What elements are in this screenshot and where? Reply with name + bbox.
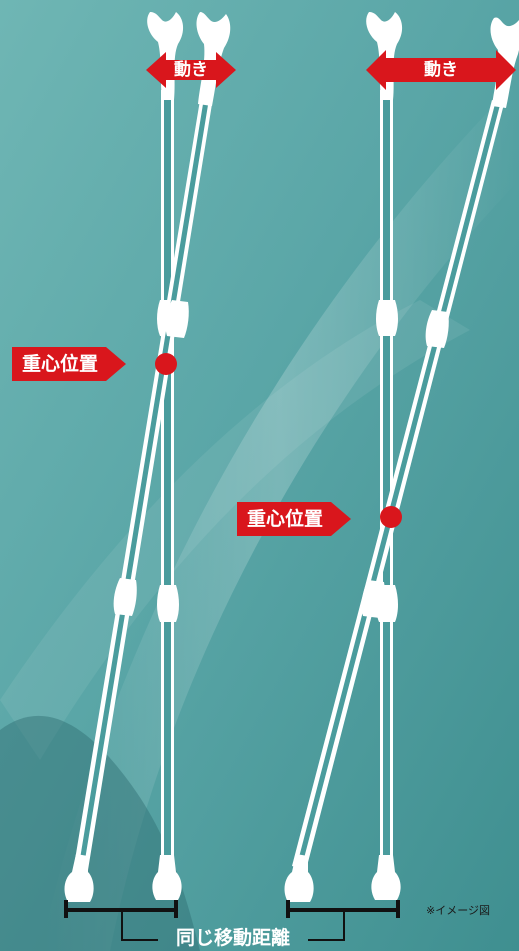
distance-bracket: [121, 912, 345, 941]
background-sheen-2: [0, 300, 470, 760]
same-distance-label: 同じ移動距離: [175, 927, 290, 949]
left-motion-arrow: [146, 52, 236, 88]
right-pole-pair: [284, 12, 519, 918]
left-diagonal-pole: [64, 12, 231, 902]
cog-callout-left-pointer: [106, 347, 127, 381]
cog-callout-right-label: 重心位置: [237, 502, 332, 536]
motion-label-right: 動き: [424, 60, 458, 80]
background-sheen: [40, 80, 519, 951]
cog-callout-left: 重心位置: [12, 347, 127, 381]
cog-callout-right-pointer: [331, 502, 352, 536]
cog-callout-right: 重心位置: [237, 502, 352, 536]
illustration-note: ※イメージ図: [426, 904, 490, 917]
left-cog-dot: [155, 353, 177, 375]
right-cog-dot: [380, 506, 402, 528]
right-motion-arrow: [366, 50, 516, 90]
left-pole-pair: [64, 12, 236, 918]
left-baseline: [64, 900, 178, 918]
motion-label-left: 動き: [174, 60, 208, 80]
background-shadow-object: [0, 715, 200, 951]
cog-callout-left-label: 重心位置: [12, 347, 107, 381]
right-baseline: [286, 900, 400, 918]
